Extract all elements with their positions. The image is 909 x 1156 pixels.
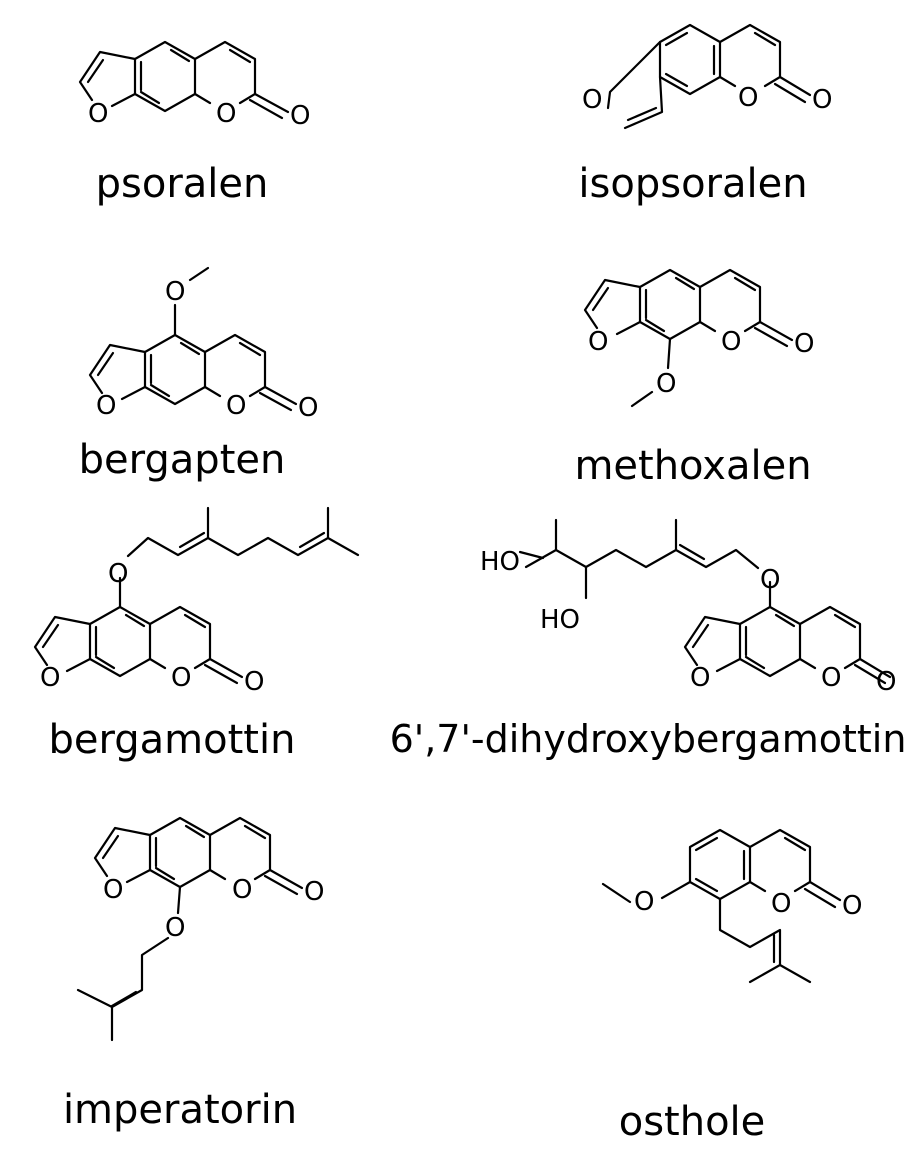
osthole-name-label: osthole xyxy=(618,1099,766,1145)
osthole-atom-o-carbonyl: O xyxy=(842,891,862,921)
methoxalen-name-label: methoxalen xyxy=(574,443,812,489)
bergapten-atom-o-methoxy: O xyxy=(165,277,185,307)
dihydroxybergamottin-name-label: 6',7'-dihydroxybergamottin xyxy=(389,717,907,761)
imperatorin-atom-o-carbonyl: O xyxy=(304,877,324,907)
isopsoralen-atom-o1: O xyxy=(582,85,602,115)
dihydroxybergamottin-atom-o-carbonyl: O xyxy=(876,667,896,697)
bergamottin-atom-o-furan: O xyxy=(40,663,60,693)
isopsoralen-structure xyxy=(606,23,812,130)
methoxalen-atom-o-methoxy: O xyxy=(656,369,676,399)
bergamottin-atom-o-ether: O xyxy=(108,559,128,589)
bergapten-atom-o-ring: O xyxy=(226,391,246,421)
psoralen-atom-o3: O xyxy=(290,101,310,131)
imperatorin-structure xyxy=(76,816,304,1042)
bergamottin-name-label: bergamottin xyxy=(48,717,296,763)
dihydroxybergamottin-atom-o-ring: O xyxy=(821,663,841,693)
methoxalen-atom-o-furan: O xyxy=(588,327,608,357)
methoxalen-atom-o-carbonyl: O xyxy=(794,329,814,359)
bergapten-structure xyxy=(88,266,298,412)
methoxalen-atom-o-ring: O xyxy=(721,327,741,357)
isopsoralen-atom-o3: O xyxy=(812,85,832,115)
psoralen-name-label: psoralen xyxy=(95,161,269,207)
imperatorin-atom-o-ring: O xyxy=(232,875,252,905)
dihydroxybergamottin-atom-ho-6: HO xyxy=(540,605,580,635)
psoralen-atom-o1: O xyxy=(88,99,108,129)
dihydroxybergamottin-atom-o-ether: O xyxy=(760,565,780,595)
bergamottin-atom-o-ring: O xyxy=(171,663,191,693)
dihydroxybergamottin-structure xyxy=(518,518,892,685)
dihydroxybergamottin-atom-ho-7: HO xyxy=(480,547,520,577)
imperatorin-name-label: imperatorin xyxy=(62,1087,298,1133)
dihydroxybergamottin-atom-o-furan: O xyxy=(690,663,710,693)
isopsoralen-atom-o2: O xyxy=(738,83,758,113)
imperatorin-atom-o-ether: O xyxy=(165,913,185,943)
imperatorin-atom-o-furan: O xyxy=(103,875,123,905)
bergapten-atom-o-carbonyl: O xyxy=(298,393,318,423)
osthole-atom-o-ring: O xyxy=(771,889,791,919)
bergapten-atom-o-furan: O xyxy=(96,391,116,421)
bergamottin-structure xyxy=(33,506,360,685)
isopsoralen-name-label: isopsoralen xyxy=(578,161,808,207)
psoralen-atom-o2: O xyxy=(216,99,236,129)
bergapten-name-label: bergapten xyxy=(78,437,286,483)
bergamottin-atom-o-carbonyl: O xyxy=(244,667,264,697)
psoralen-structure xyxy=(78,40,290,120)
osthole-structure xyxy=(601,828,842,984)
osthole-atom-o-methoxy: O xyxy=(634,887,654,917)
methoxalen-structure xyxy=(583,268,794,408)
